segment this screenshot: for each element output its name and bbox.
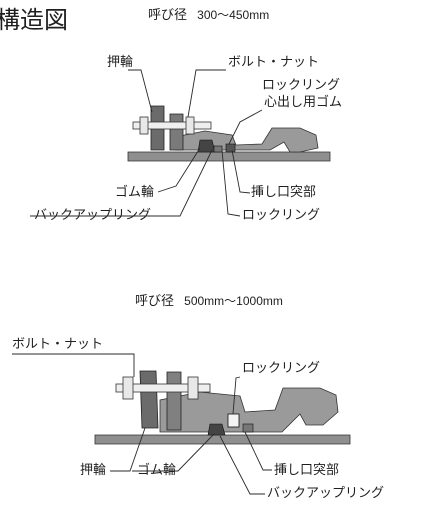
diagram-a-drawing	[30, 69, 331, 217]
diagram-b-caption: 呼び径 500mm〜1000mm	[135, 293, 283, 310]
diagram-a-label-backup-ring: バックアップリング	[34, 208, 152, 223]
diagram-b-label-rubber-ring: ゴム輪	[137, 463, 177, 478]
diagram-b-caption-value: 500mm〜1000mm	[184, 294, 283, 308]
diagram-b-nut-left	[122, 376, 134, 400]
diagram-a-pipe-body	[127, 151, 331, 162]
diagram-b-label-locking-ring: ロックリング	[242, 361, 321, 376]
diagram-a-leader-lines	[30, 69, 263, 217]
diagram-b-label-spigot-projection: 挿し口突部	[274, 463, 340, 478]
diagram-a-caption-value: 300〜450mm	[197, 8, 270, 22]
diagram-b-pipe-body	[94, 434, 351, 445]
diagram-b-gland-2	[166, 371, 182, 431]
diagram-b-gland	[139, 370, 159, 429]
diagram-b-bolt	[115, 383, 211, 393]
diagram-a-nut-right	[185, 116, 195, 135]
diagram-a-gland-2	[169, 113, 184, 151]
diagram-b-locking-ring	[227, 413, 240, 428]
diagram-b-caption-prefix: 呼び径	[135, 294, 175, 309]
diagram-b-leader-lines	[12, 353, 272, 495]
diagram-b-backup-ring	[242, 423, 254, 433]
diagram-b-drawing	[12, 353, 351, 495]
diagram-a-label-gland: 押輪	[107, 55, 134, 70]
diagram-a-label-centering-rubber: 心出し用ゴム	[264, 95, 343, 110]
diagram-a-caption: 呼び径 300〜450mm	[148, 7, 269, 24]
diagram-b-label-bolt-nut: ボルト・ナット	[12, 337, 104, 352]
diagram-a-locking-ring	[225, 143, 236, 153]
diagram-b-label-backup-ring: バックアップリング	[267, 486, 385, 501]
diagram-a-label-rubber-ring: ゴム輪	[115, 185, 155, 200]
diagram-b-nut-right	[187, 376, 199, 400]
diagram-a-nut-left	[139, 116, 149, 135]
diagram-a-spigot	[174, 127, 319, 153]
diagram-b-rubber-ring	[207, 423, 226, 436]
diagram-a-backup-ring	[213, 145, 223, 153]
page-title: 構造図	[0, 6, 68, 34]
diagram-a-label-locking-ring-1: ロックリング	[262, 78, 341, 93]
diagram-a-label-locking-ring: ロックリング	[242, 208, 321, 223]
diagram-a-rubber-ring	[197, 139, 216, 153]
diagram-a-bolt	[132, 121, 212, 130]
diagram-a-label-spigot-projection: 挿し口突部	[251, 185, 317, 200]
diagram-b-label-gland: 押輪	[80, 463, 107, 478]
diagram-a-caption-prefix: 呼び径	[148, 8, 188, 23]
diagram-b-spigot	[159, 387, 339, 433]
diagram-a-label-bolt-nut: ボルト・ナット	[228, 55, 320, 70]
